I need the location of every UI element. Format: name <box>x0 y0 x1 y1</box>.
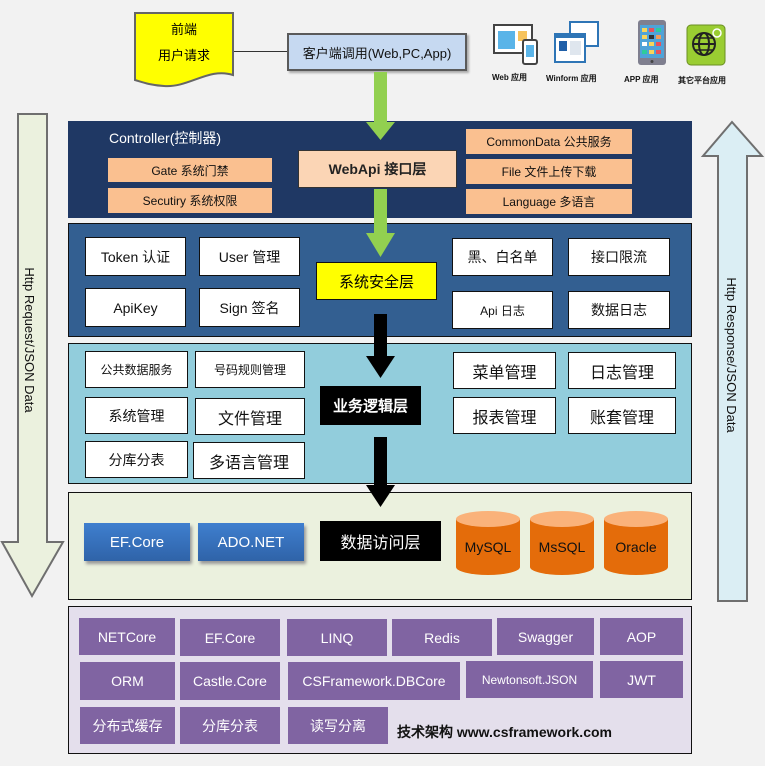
tech-footer: 技术架构 www.csframework.com <box>397 724 612 740</box>
frontend-label: 前端 <box>170 22 197 37</box>
security-item: Secutiry 系统权限 <box>108 188 272 213</box>
tech-item: Castle.Core <box>180 662 280 700</box>
rate-limit-item: 接口限流 <box>568 238 670 276</box>
mssql-db-icon <box>530 511 594 575</box>
mysql-db-icon <box>456 511 520 575</box>
menu-mgmt-item: 菜单管理 <box>453 352 556 389</box>
system-mgmt-item: 系统管理 <box>85 397 188 434</box>
blacklist-item: 黑、白名单 <box>452 238 553 276</box>
winform-app-icon <box>554 21 599 63</box>
commondata-item: CommonData 公共服务 <box>466 129 632 154</box>
oracle-db-icon <box>604 511 668 575</box>
token-item: Token 认证 <box>85 237 186 276</box>
api-log-item: Api 日志 <box>452 291 553 329</box>
connector-line <box>234 51 287 52</box>
tech-item: 分库分表 <box>180 707 280 744</box>
tech-item: LINQ <box>287 619 387 656</box>
apikey-item: ApiKey <box>85 288 186 327</box>
tech-item: CSFramework.DBCore <box>288 662 460 700</box>
data-access-title: 数据访问层 <box>320 521 441 561</box>
public-data-item: 公共数据服务 <box>85 351 188 388</box>
frontend-request-text: 前端 用户请求 <box>134 12 234 74</box>
webapi-layer-title: WebApi 接口层 <box>298 150 457 188</box>
client-call-box: 客户端调用(Web,PC,App) <box>287 33 467 71</box>
sign-item: Sign 签名 <box>199 288 300 327</box>
tech-item: Redis <box>392 619 492 656</box>
app-label: APP 应用 <box>624 75 659 84</box>
globe-app-icon <box>686 24 726 66</box>
mysql-label: MySQL <box>464 539 512 555</box>
frontend-request-shape <box>134 12 234 88</box>
app-web: Web 应用 <box>492 22 544 83</box>
response-arrow-label: Http Response/JSON Data <box>724 277 740 433</box>
sharding-item: 分库分表 <box>85 441 188 478</box>
file-mgmt-item: 文件管理 <box>195 398 305 435</box>
account-mgmt-item: 账套管理 <box>568 397 676 434</box>
report-mgmt-item: 报表管理 <box>453 397 556 434</box>
tech-item: ORM <box>80 662 175 700</box>
app-label: Web 应用 <box>492 73 527 82</box>
tech-item: 读写分离 <box>288 707 388 744</box>
request-arrow <box>0 113 65 599</box>
black-arrow-business-to-data <box>366 437 395 507</box>
tech-item: 分布式缓存 <box>80 707 175 744</box>
file-item: File 文件上传下载 <box>466 159 632 184</box>
user-request-label: 用户请求 <box>157 48 210 63</box>
app-winform: Winform 应用 <box>546 20 608 84</box>
app-label: 其它平台应用 <box>678 76 726 85</box>
tech-item: EF.Core <box>180 619 280 656</box>
app-other: 其它平台应用 <box>678 24 738 86</box>
tech-item: JWT <box>600 661 683 698</box>
language-mgmt-item: 多语言管理 <box>193 442 305 479</box>
number-rule-item: 号码规则管理 <box>195 351 305 388</box>
tech-item: Newtonsoft.JSON <box>466 661 593 698</box>
data-log-item: 数据日志 <box>568 291 670 329</box>
app-mobile: APP 应用 <box>624 18 674 85</box>
tech-item: AOP <box>600 618 683 655</box>
response-arrow <box>700 120 765 602</box>
green-arrow-top <box>366 72 395 140</box>
request-arrow-label: Http Request/JSON Data <box>22 267 38 413</box>
app-label: Winform 应用 <box>546 74 597 83</box>
mssql-label: MsSQL <box>538 539 586 555</box>
gate-item: Gate 系统门禁 <box>108 158 272 182</box>
user-item: User 管理 <box>199 237 300 276</box>
tech-item: NETCore <box>79 618 175 655</box>
efcore-item: EF.Core <box>84 523 190 561</box>
security-layer-title: 系统安全层 <box>316 262 437 300</box>
language-item: Language 多语言 <box>466 189 632 214</box>
adonet-item: ADO.NET <box>198 523 304 561</box>
mobile-app-icon <box>638 20 666 65</box>
green-arrow-middle <box>366 189 395 257</box>
black-arrow-security-to-business <box>366 314 395 378</box>
business-layer-title: 业务逻辑层 <box>320 386 421 425</box>
tech-item: Swagger <box>497 618 594 655</box>
web-app-icon <box>493 24 538 65</box>
log-mgmt-item: 日志管理 <box>568 352 676 389</box>
controller-title: Controller(控制器) <box>109 130 222 146</box>
oracle-label: Oracle <box>615 539 657 555</box>
